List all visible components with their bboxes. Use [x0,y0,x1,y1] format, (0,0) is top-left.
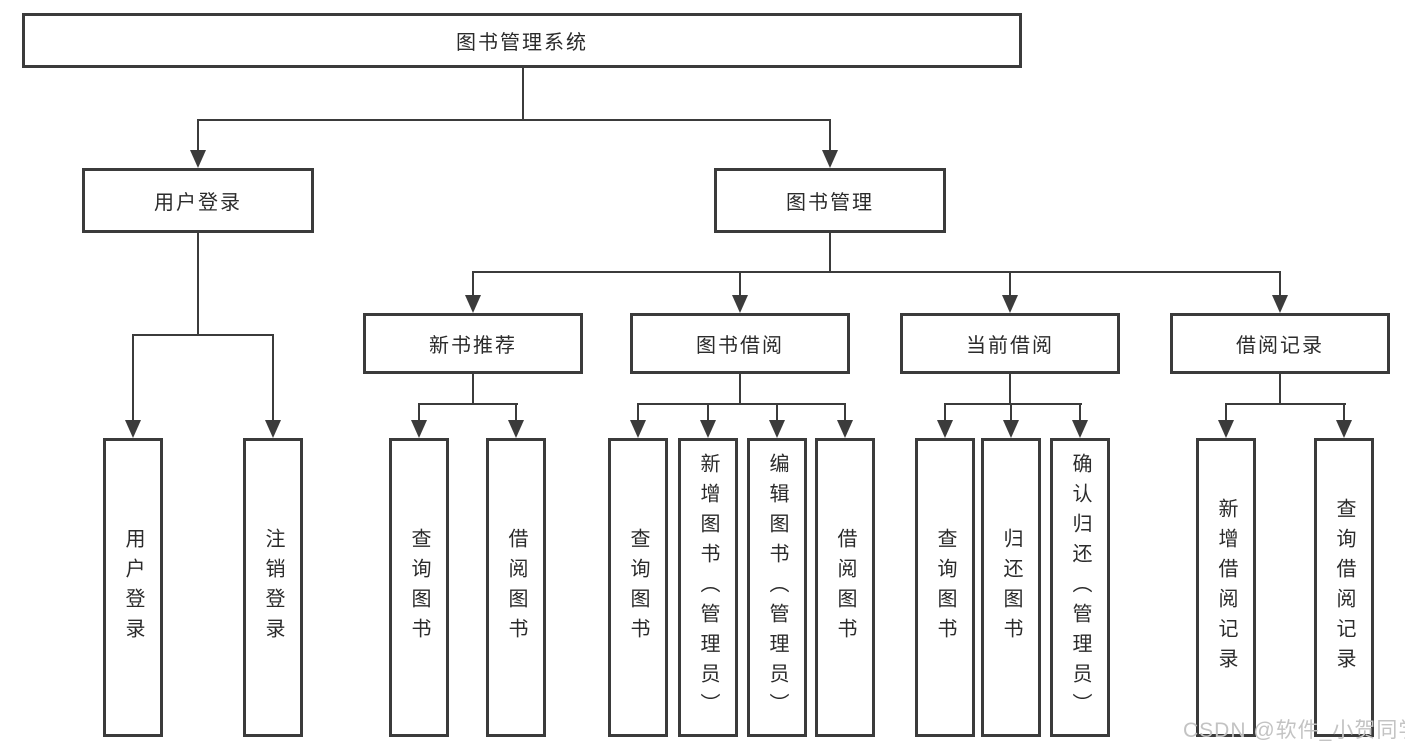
node-library-management-system: 图书管理系统 [22,13,1022,68]
leaf-rec-query-book: 查询图书 [389,438,449,737]
leaf-rec-borrow-book: 借阅图书 [486,438,546,737]
leaf-br-query-record: 查询借阅记录 [1314,438,1374,737]
leaf-cb-return-book: 归还图书 [981,438,1041,737]
arrowhead-down-icon [1218,420,1234,438]
connector-user-login-stem [197,233,199,336]
node-new-book-recommend: 新书推荐 [363,313,583,374]
leaf-bb-edit-book-admin: 编辑图书（管理员） [747,438,807,737]
connector-g1-drop-2 [515,403,517,422]
connector-g3-hline [944,403,1082,405]
arrowhead-down-icon [769,420,785,438]
arrowhead-down-icon [1003,420,1019,438]
arrowhead-down-icon [937,420,953,438]
connector-root-hline [197,119,831,121]
arrowhead-down-icon [265,420,281,438]
connector-book-mgmt-drop-3 [1009,271,1011,297]
leaf-br-add-record: 新增借阅记录 [1196,438,1256,737]
arrowhead-down-icon [732,295,748,313]
leaf-bb-query-book: 查询图书 [608,438,668,737]
node-borrow-records: 借阅记录 [1170,313,1390,374]
connector-g3-drop-2 [1010,403,1012,422]
leaf-cb-confirm-return-admin: 确认归还（管理员） [1050,438,1110,737]
arrowhead-down-icon [125,420,141,438]
arrowhead-down-icon [837,420,853,438]
leaf-logout-login: 注销登录 [243,438,303,737]
node-book-borrow: 图书借阅 [630,313,850,374]
connector-g3-drop-1 [944,403,946,422]
connector-root-drop-user-login [197,119,199,152]
csdn-watermark: CSDN @软件_小贺同学 [1183,719,1405,742]
arrowhead-down-icon [465,295,481,313]
connector-book-mgmt-stem [829,233,831,273]
connector-book-mgmt-drop-4 [1279,271,1281,297]
leaf-cb-query-book: 查询图书 [915,438,975,737]
connector-user-login-hline [132,334,274,336]
arrowhead-down-icon [822,150,838,168]
node-current-borrow: 当前借阅 [900,313,1120,374]
connector-g3-stem [1009,374,1011,405]
arrowhead-down-icon [508,420,524,438]
arrowhead-down-icon [1336,420,1352,438]
connector-g2-drop-3 [776,403,778,422]
connector-user-login-drop-2 [272,334,274,422]
node-user-login: 用户登录 [82,168,314,233]
connector-root-stem [522,68,524,120]
connector-g1-stem [472,374,474,405]
connector-g3-drop-3 [1079,403,1081,422]
arrowhead-down-icon [700,420,716,438]
leaf-bb-add-book-admin: 新增图书（管理员） [678,438,738,737]
connector-g2-drop-2 [707,403,709,422]
arrowhead-down-icon [411,420,427,438]
connector-g2-stem [739,374,741,405]
connector-g2-drop-1 [637,403,639,422]
connector-user-login-drop-1 [132,334,134,422]
connector-g4-drop-1 [1225,403,1227,422]
connector-g2-drop-4 [844,403,846,422]
connector-g1-hline [418,403,518,405]
arrowhead-down-icon [1072,420,1088,438]
connector-g4-drop-2 [1343,403,1345,422]
arrowhead-down-icon [630,420,646,438]
leaf-user-login: 用户登录 [103,438,163,737]
connector-g4-stem [1279,374,1281,405]
arrowhead-down-icon [190,150,206,168]
connector-book-mgmt-drop-2 [739,271,741,297]
connector-g2-hline [637,403,846,405]
arrowhead-down-icon [1272,295,1288,313]
connector-g4-hline [1225,403,1346,405]
connector-g1-drop-1 [418,403,420,422]
arrowhead-down-icon [1002,295,1018,313]
connector-book-mgmt-drop-1 [472,271,474,297]
connector-book-mgmt-hline [472,271,1281,273]
connector-root-drop-book-mgmt [829,119,831,152]
leaf-bb-borrow-book: 借阅图书 [815,438,875,737]
node-book-management: 图书管理 [714,168,946,233]
